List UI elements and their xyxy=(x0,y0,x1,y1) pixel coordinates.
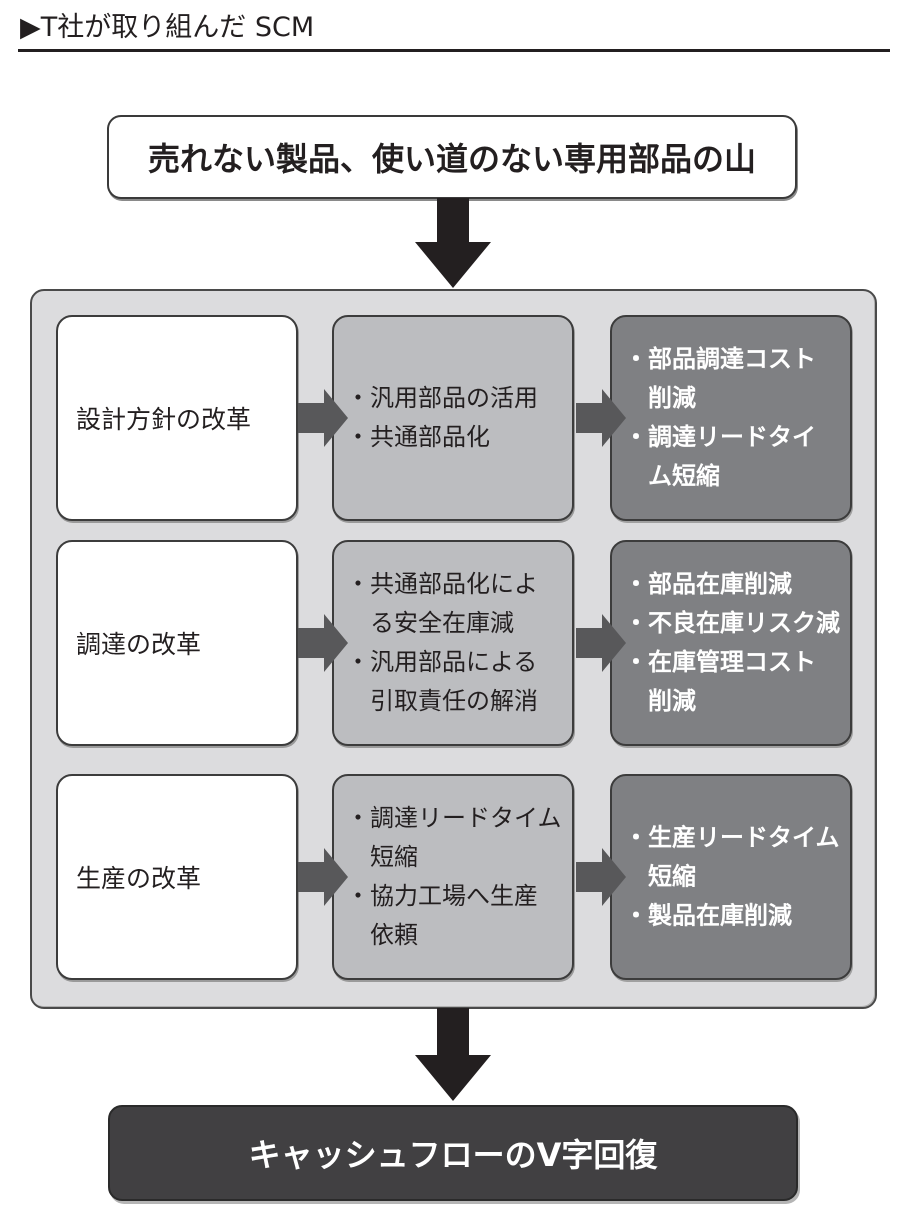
result-item-text: 生産リードタイム xyxy=(648,823,840,852)
bullet-icon: ・ xyxy=(624,901,648,930)
action-item-text: 短縮 xyxy=(370,843,418,871)
result-item-text: 削減 xyxy=(648,384,696,412)
action-item: ・汎用部品の活用 xyxy=(346,379,566,418)
action-item: ・協力工場へ生産依頼 xyxy=(346,877,566,955)
action-item-text: 共通部品化 xyxy=(370,423,490,451)
bullet-icon: ・ xyxy=(346,423,370,451)
result-item-text: 部品在庫削減 xyxy=(648,570,792,598)
bullet-icon: ・ xyxy=(624,570,648,598)
result-item-text: 不良在庫リスク減 xyxy=(648,609,840,637)
bullet-icon: ・ xyxy=(624,423,648,451)
result-item-text: ム短縮 xyxy=(648,462,720,490)
result-item: ・部品調達コスト削減 xyxy=(624,340,844,418)
action-item-text: る安全在庫減 xyxy=(370,609,514,637)
action-item-text: 依頼 xyxy=(370,921,418,949)
bullet-icon: ・ xyxy=(346,648,370,676)
action-item: ・共通部品化 xyxy=(346,418,566,457)
bullet-icon: ・ xyxy=(624,823,648,852)
bullet-icon: ・ xyxy=(346,882,370,910)
right-arrow-icon xyxy=(298,389,348,447)
result-item-text: 製品在庫削減 xyxy=(648,901,792,930)
reform-category-box: 設計方針の改革 xyxy=(56,315,298,521)
reform-category-label: 調達の改革 xyxy=(76,630,202,659)
section-heading: ▶T社が取り組んだ SCM xyxy=(18,6,890,52)
right-arrow-icon xyxy=(298,848,348,906)
action-list: ・調達リードタイム短縮・協力工場へ生産依頼 xyxy=(346,799,566,955)
reform-panel: 設計方針の改革・汎用部品の活用・共通部品化・部品調達コスト削減・調達リードタイム… xyxy=(30,289,877,1009)
action-item-text: 調達リードタイム xyxy=(370,804,562,832)
action-item-text: 引取責任の解消 xyxy=(370,687,538,715)
problem-box: 売れない製品、使い道のない専用部品の山 xyxy=(107,115,797,199)
result-item-text: 調達リードタイ xyxy=(648,423,816,451)
right-arrow-icon xyxy=(298,614,348,672)
result-item: ・生産リードタイム短縮 xyxy=(624,819,844,897)
action-box: ・調達リードタイム短縮・協力工場へ生産依頼 xyxy=(332,774,574,980)
action-item-text: 協力工場へ生産 xyxy=(370,882,538,910)
problem-text: 売れない製品、使い道のない専用部品の山 xyxy=(147,140,756,178)
bullet-icon: ・ xyxy=(624,648,648,676)
bullet-icon: ・ xyxy=(346,384,370,412)
result-item-text: 削減 xyxy=(648,687,696,715)
result-item: ・部品在庫削減 xyxy=(624,565,844,604)
reform-category-box: 調達の改革 xyxy=(56,540,298,746)
outcome-text: キャッシュフローのV字回復 xyxy=(248,1136,658,1174)
result-item: ・製品在庫削減 xyxy=(624,897,844,936)
result-item-text: 在庫管理コスト xyxy=(648,648,816,676)
bullet-icon: ・ xyxy=(624,609,648,637)
action-list: ・共通部品化による安全在庫減・汎用部品による引取責任の解消 xyxy=(346,565,566,721)
result-list: ・部品在庫削減・不良在庫リスク減・在庫管理コスト削減 xyxy=(624,565,844,721)
action-item: ・共通部品化による安全在庫減 xyxy=(346,565,566,643)
reform-category-label: 設計方針の改革 xyxy=(76,405,252,434)
result-item: ・在庫管理コスト削減 xyxy=(624,643,844,721)
down-arrow-icon xyxy=(415,1008,491,1101)
right-arrow-icon xyxy=(576,614,626,672)
result-list: ・生産リードタイム短縮・製品在庫削減 xyxy=(624,819,844,936)
right-arrow-icon xyxy=(576,848,626,906)
heading-title: ▶T社が取り組んだ SCM xyxy=(20,12,315,43)
reform-category-box: 生産の改革 xyxy=(56,774,298,980)
action-list: ・汎用部品の活用・共通部品化 xyxy=(346,379,566,457)
result-box: ・部品在庫削減・不良在庫リスク減・在庫管理コスト削減 xyxy=(610,540,852,746)
result-item: ・不良在庫リスク減 xyxy=(624,604,844,643)
outcome-box: キャッシュフローのV字回復 xyxy=(108,1105,798,1201)
result-box: ・部品調達コスト削減・調達リードタイム短縮 xyxy=(610,315,852,521)
action-item: ・調達リードタイム短縮 xyxy=(346,799,566,877)
action-item: ・汎用部品による引取責任の解消 xyxy=(346,643,566,721)
result-item: ・調達リードタイム短縮 xyxy=(624,418,844,496)
result-box: ・生産リードタイム短縮・製品在庫削減 xyxy=(610,774,852,980)
action-item-text: 汎用部品による xyxy=(370,648,538,676)
action-box: ・汎用部品の活用・共通部品化 xyxy=(332,315,574,521)
bullet-icon: ・ xyxy=(346,804,370,832)
heading-underline xyxy=(18,49,890,52)
action-box: ・共通部品化による安全在庫減・汎用部品による引取責任の解消 xyxy=(332,540,574,746)
action-item-text: 共通部品化によ xyxy=(370,570,538,598)
result-item-text: 短縮 xyxy=(648,862,696,891)
action-item-text: 汎用部品の活用 xyxy=(370,384,538,412)
bullet-icon: ・ xyxy=(624,345,648,373)
bullet-icon: ・ xyxy=(346,570,370,598)
result-list: ・部品調達コスト削減・調達リードタイム短縮 xyxy=(624,340,844,496)
result-item-text: 部品調達コスト xyxy=(648,345,816,373)
right-arrow-icon xyxy=(576,389,626,447)
down-arrow-icon xyxy=(415,198,491,288)
reform-category-label: 生産の改革 xyxy=(76,864,202,893)
